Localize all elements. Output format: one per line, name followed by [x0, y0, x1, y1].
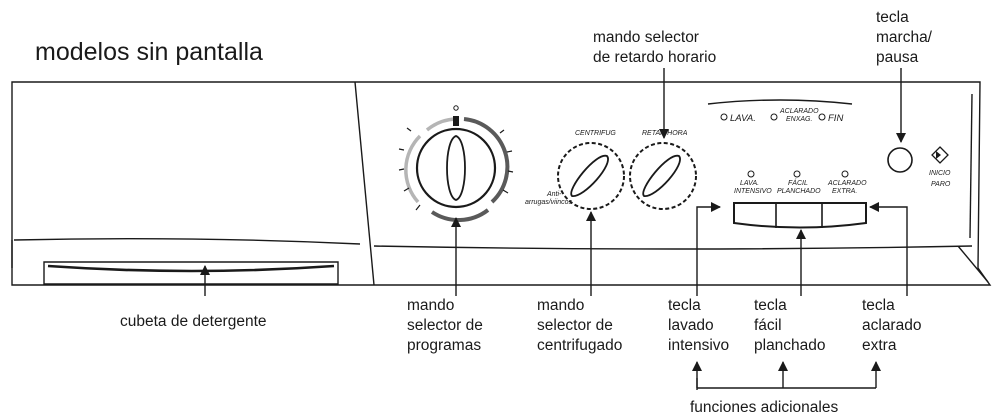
key-intensive-label-line2: INTENSIVO	[734, 188, 772, 195]
spin-knob-label: CENTRIFUG	[575, 130, 616, 137]
spin-knob-callout-line2: selector de	[537, 317, 613, 334]
intensive-key-callout-line1: tecla	[668, 297, 701, 314]
function-keys	[733, 202, 867, 229]
intensive-key-callout-line3: intensivo	[668, 337, 729, 354]
delay-knob-label: RETAR HORA	[642, 130, 688, 137]
spin-knob-callout-line1: mando	[537, 297, 584, 314]
key-easy-iron-label-line2: PLANCHADO	[777, 188, 821, 195]
start-label-line2: PARO	[931, 181, 951, 188]
additional-functions-callout: funciones adicionales	[690, 399, 838, 416]
delay-knob[interactable]: RETAR HORA	[629, 130, 697, 210]
program-knob-callout-line3: programas	[407, 337, 481, 354]
easy-iron-key-callout-line3: planchado	[754, 337, 826, 354]
detergent-callout: cubeta de detergente	[120, 313, 267, 330]
key-easy-iron-label-line1: FÁCIL	[788, 178, 808, 187]
program-knob-callout-line2: selector de	[407, 317, 483, 334]
status-indicators: LAVA. ACLARADO ENXAG. FIN	[707, 99, 853, 124]
status-lava-label: LAVA.	[730, 113, 756, 124]
program-knob[interactable]	[398, 105, 514, 223]
extra-rinse-key-callout-line1: tecla	[862, 297, 895, 314]
spin-knob-callout-line3: centrifugado	[537, 337, 622, 354]
key-intensive-label-line1: LAVA.	[740, 180, 759, 187]
key-extra-rinse-label-line2: EXTRA.	[832, 188, 857, 195]
extra-rinse-key-callout-line2: aclarado	[862, 317, 921, 334]
easy-iron-key-callout-line1: tecla	[754, 297, 787, 314]
easy-iron-key-callout-line2: fácil	[754, 317, 782, 334]
arrow-icon	[869, 202, 908, 296]
function-key-labels: LAVA. INTENSIVO FÁCIL PLANCHADO ACLARADO…	[734, 170, 867, 195]
control-panel	[11, 81, 992, 286]
delay-knob-callout-line2: de retardo horario	[593, 49, 716, 66]
arrow-icon	[696, 202, 721, 296]
start-pause-icon	[931, 146, 949, 164]
delay-knob-callout-line1: mando selector	[593, 29, 699, 46]
start-pause-callout-line3: pausa	[876, 49, 919, 66]
status-aclarado-label-line1: ACLARADO	[779, 108, 819, 115]
start-pause-callout-line2: marcha/	[876, 29, 933, 46]
start-pause-area: INICIO PARO	[887, 146, 951, 188]
spin-knob[interactable]: CENTRIFUG Anti- arrugas/viincos	[525, 130, 625, 210]
spin-anti-label-line1: Anti-	[546, 191, 562, 198]
intensive-wash-key[interactable]	[734, 203, 776, 227]
start-label-line1: INICIO	[929, 170, 951, 177]
leader-arrows	[200, 68, 908, 390]
title: modelos sin pantalla	[35, 38, 263, 66]
start-pause-callout-line1: tecla	[876, 9, 909, 26]
intensive-key-callout-line2: lavado	[668, 317, 714, 334]
program-knob-callout-line1: mando	[407, 297, 454, 314]
start-pause-button[interactable]	[887, 147, 913, 173]
status-fin-label: FIN	[828, 113, 843, 124]
detergent-drawer-handle	[43, 261, 339, 285]
status-aclarado-label-line2: ENXAG.	[786, 116, 813, 123]
spin-anti-label-line2: arrugas/viincos	[525, 199, 573, 206]
extra-rinse-key-callout-line3: extra	[862, 337, 897, 354]
extra-rinse-key[interactable]	[822, 203, 866, 227]
key-extra-rinse-label-line1: ACLARADO	[827, 180, 867, 187]
easy-iron-key[interactable]	[776, 203, 822, 229]
